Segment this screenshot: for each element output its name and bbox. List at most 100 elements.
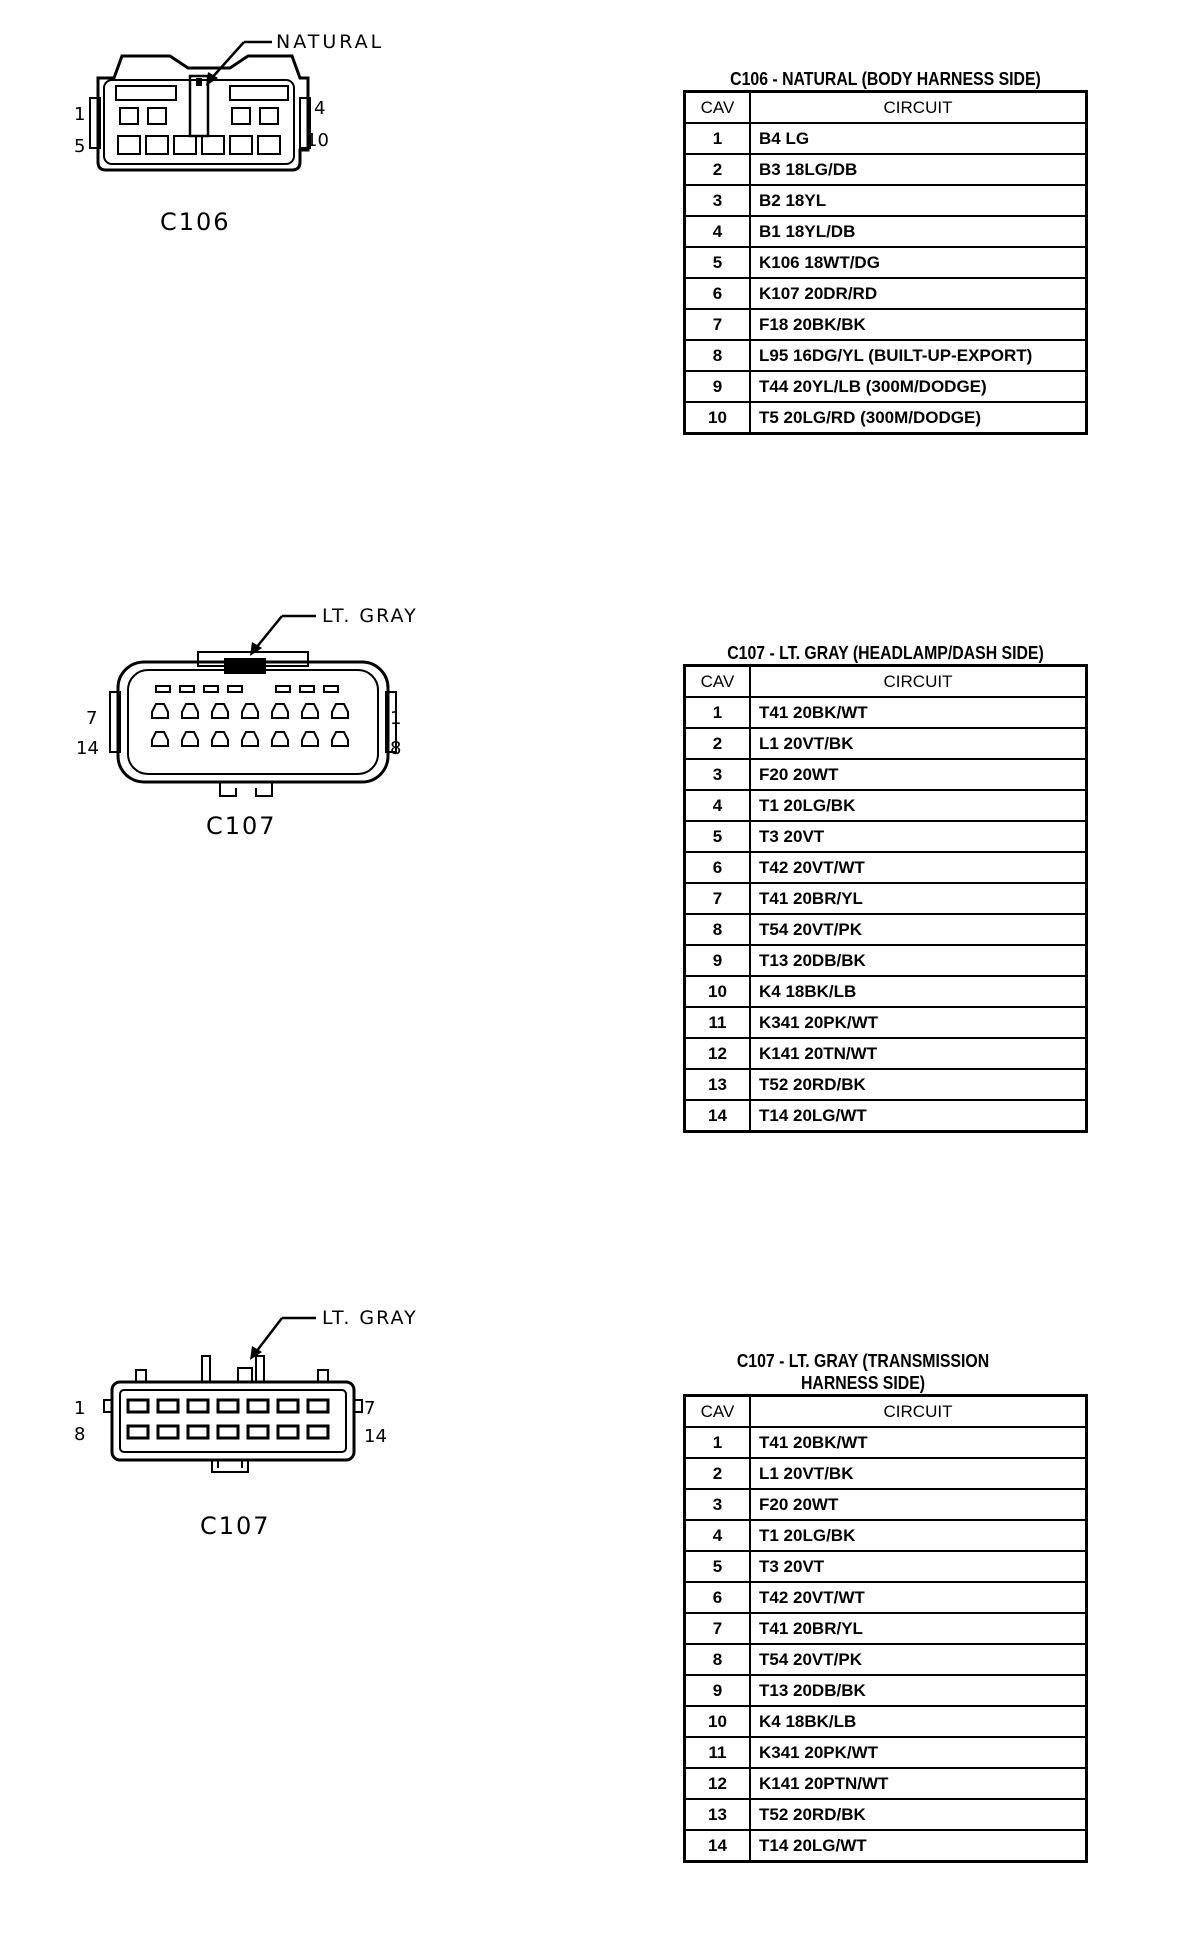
circuit-cell: T13 20DB/BK — [749, 1674, 1088, 1707]
table-title: C107 - LT. GRAY (TRANSMISSION HARNESS SI… — [736, 1351, 990, 1393]
circuit-cell: T1 20LG/BK — [749, 789, 1088, 822]
circuit-cell: T41 20BK/WT — [749, 1426, 1088, 1459]
cav-cell: 7 — [683, 1612, 751, 1645]
cav-cell: 8 — [683, 1643, 751, 1676]
cav-cell: 10 — [683, 1705, 751, 1738]
circuit-cell: K141 20TN/WT — [749, 1037, 1088, 1070]
circuit-cell: K341 20PK/WT — [749, 1006, 1088, 1039]
circuit-cell: K341 20PK/WT — [749, 1736, 1088, 1769]
cav-cell: 12 — [683, 1037, 751, 1070]
cav-cell: 8 — [683, 339, 751, 372]
connector-name: C107 — [200, 1512, 271, 1540]
connector-diagram-c107-headlamp: LT. GRAY — [60, 600, 440, 860]
table-title: C107 - LT. GRAY (HEADLAMP/DASH SIDE) — [727, 643, 1044, 663]
cav-cell: 11 — [683, 1006, 751, 1039]
cav-cell: 9 — [683, 1674, 751, 1707]
cav-cell: 6 — [683, 277, 751, 310]
pinout-table-c107-transmission: C107 - LT. GRAY (TRANSMISSION HARNESS SI… — [683, 1350, 1088, 1863]
cav-cell: 1 — [683, 122, 751, 155]
circuit-cell: L95 16DG/YL (BUILT-UP-EXPORT) — [749, 339, 1088, 372]
circuit-cell: L1 20VT/BK — [749, 1457, 1088, 1490]
circuit-cell: B3 18LG/DB — [749, 153, 1088, 186]
cav-cell: 9 — [683, 944, 751, 977]
pin-label-bottom-left: 14 — [76, 738, 99, 759]
cav-cell: 11 — [683, 1736, 751, 1769]
cav-cell: 8 — [683, 913, 751, 946]
circuit-cell: T44 20YL/LB (300M/DODGE) — [749, 370, 1088, 403]
cav-header: CAV — [683, 90, 751, 124]
cav-cell: 5 — [683, 246, 751, 279]
pin-label-top-right: 1 — [390, 708, 401, 729]
pin-label-top-right: 4 — [314, 98, 325, 119]
cav-cell: 3 — [683, 184, 751, 217]
circuit-cell: T54 20VT/PK — [749, 913, 1088, 946]
cav-cell: 2 — [683, 727, 751, 760]
circuit-cell: F20 20WT — [749, 1488, 1088, 1521]
circuit-cell: T14 20LG/WT — [749, 1829, 1088, 1863]
circuit-cell: K106 18WT/DG — [749, 246, 1088, 279]
pinout-table-c106: C106 - NATURAL (BODY HARNESS SIDE) CAV C… — [683, 68, 1088, 435]
circuit-cell: K4 18BK/LB — [749, 1705, 1088, 1738]
circuit-cell: K141 20PTN/WT — [749, 1767, 1088, 1800]
color-callout-label: LT. GRAY — [322, 1307, 418, 1329]
cav-cell: 1 — [683, 1426, 751, 1459]
cav-cell: 13 — [683, 1798, 751, 1831]
cav-cell: 12 — [683, 1767, 751, 1800]
circuit-cell: T5 20LG/RD (300M/DODGE) — [749, 401, 1088, 435]
cav-cell: 6 — [683, 851, 751, 884]
section-c107-headlamp: LT. GRAY — [0, 600, 1200, 1200]
pin-label-top-left: 7 — [86, 708, 97, 729]
cav-cell: 14 — [683, 1099, 751, 1133]
connector-diagram-c106: NATURAL — [60, 20, 400, 250]
circuit-cell: L1 20VT/BK — [749, 727, 1088, 760]
pin-label-bottom-right: 8 — [390, 738, 401, 759]
circuit-cell: T14 20LG/WT — [749, 1099, 1088, 1133]
circuit-cell: B4 LG — [749, 122, 1088, 155]
pin-label-bottom-right: 10 — [306, 130, 329, 151]
pin-label-top-left: 1 — [74, 1398, 85, 1419]
connector-name: C106 — [160, 208, 231, 236]
cav-cell: 2 — [683, 1457, 751, 1490]
pin-label-top-left: 1 — [74, 104, 85, 125]
section-c107-transmission: LT. GRAY — [0, 1300, 1200, 1940]
circuit-cell: B1 18YL/DB — [749, 215, 1088, 248]
cav-cell: 4 — [683, 789, 751, 822]
table-title: C106 - NATURAL (BODY HARNESS SIDE) — [730, 69, 1041, 89]
circuit-cell: T42 20VT/WT — [749, 1581, 1088, 1614]
cav-cell: 5 — [683, 820, 751, 853]
section-c106: NATURAL — [0, 0, 1200, 480]
cav-cell: 4 — [683, 215, 751, 248]
circuit-header: CIRCUIT — [749, 90, 1088, 124]
